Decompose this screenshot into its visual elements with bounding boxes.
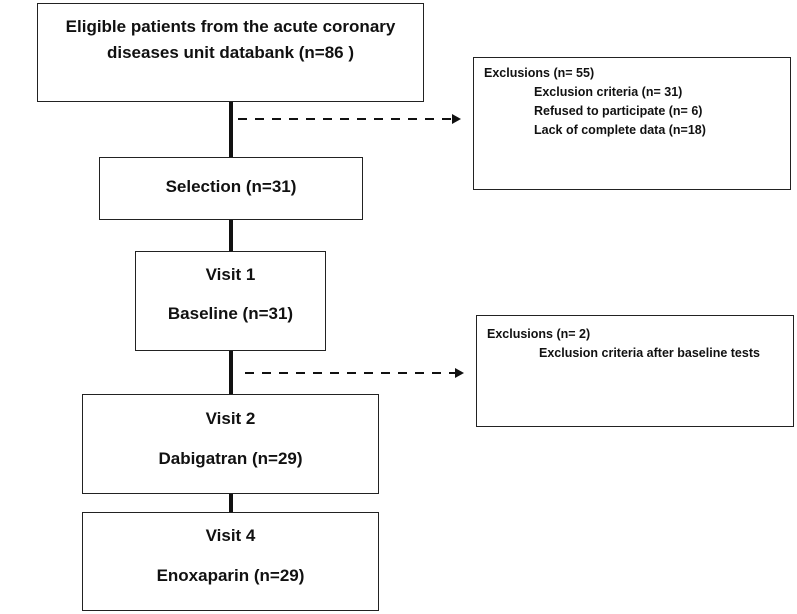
selection-label: Selection (n=31) xyxy=(165,177,297,196)
visit4-label: Enoxaparin (n=29) xyxy=(156,566,305,585)
exclusions-2-header: Exclusions (n= 2) xyxy=(487,327,591,341)
exclusions-1-header: Exclusions (n= 55) xyxy=(484,66,595,80)
connector-visit2-visit4 xyxy=(229,494,233,512)
dashed-arrow-exclusions-1 xyxy=(238,114,461,124)
visit1-title: Visit 1 xyxy=(205,265,256,284)
exclusions-box-2: Exclusions (n= 2) Exclusion criteria aft… xyxy=(476,315,794,427)
exclusions-1-item: Refused to participate (n= 6) xyxy=(534,104,703,118)
dashed-arrow-exclusions-2 xyxy=(245,368,464,378)
connector-visit1-visit2 xyxy=(229,351,233,394)
exclusions-box-1: Exclusions (n= 55) Exclusion criteria (n… xyxy=(473,57,791,190)
exclusions-1-item: Exclusion criteria (n= 31) xyxy=(534,85,683,99)
exclusions-1-item: Lack of complete data (n=18) xyxy=(534,123,706,137)
visit4-title: Visit 4 xyxy=(205,526,256,545)
eligible-line-2: diseases unit databank (n=86 ) xyxy=(106,43,355,62)
visit2-box: Visit 2 Dabigatran (n=29) xyxy=(82,394,379,494)
visit2-title: Visit 2 xyxy=(205,409,256,428)
visit1-label: Baseline (n=31) xyxy=(167,304,294,323)
selection-box: Selection (n=31) xyxy=(99,157,363,220)
connector-selection-visit1 xyxy=(229,220,233,251)
eligible-patients-box: Eligible patients from the acute coronar… xyxy=(37,3,424,102)
exclusions-2-item: Exclusion criteria after baseline tests xyxy=(539,346,760,360)
visit4-box: Visit 4 Enoxaparin (n=29) xyxy=(82,512,379,611)
eligible-line-1: Eligible patients from the acute coronar… xyxy=(65,17,396,36)
visit1-box: Visit 1 Baseline (n=31) xyxy=(135,251,326,351)
connector-eligible-selection xyxy=(229,102,233,157)
visit2-label: Dabigatran (n=29) xyxy=(158,449,303,468)
